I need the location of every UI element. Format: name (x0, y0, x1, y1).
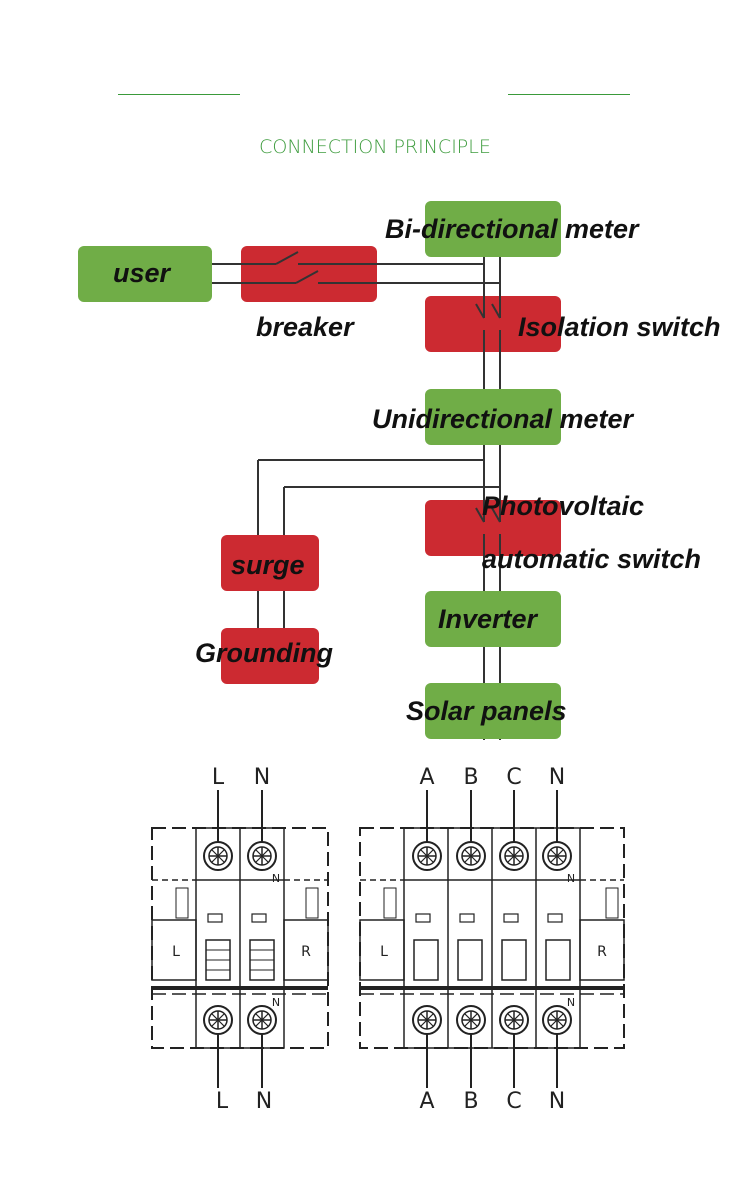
solar-panels-label: Solar panels (406, 696, 567, 726)
photovoltaic-label: Photovoltaic (482, 491, 645, 521)
isolation-switch-label: Isolation switch (518, 312, 721, 342)
1p-side-right: R (301, 944, 311, 960)
user-box (78, 246, 212, 302)
breaker-1p-drawing (151, 790, 329, 1088)
3p-bottom-terminal-a: A (419, 1089, 434, 1114)
3p-top-terminal-n: N (549, 765, 565, 790)
3p-top-terminal-c: C (506, 765, 521, 790)
grounding-label: Grounding (195, 638, 333, 668)
diagram-title: CONNECTION PRINCIPLE (259, 136, 491, 158)
surge-box (221, 535, 319, 591)
solar-panels-box (425, 683, 561, 739)
3p-bottom-terminal-b: B (463, 1089, 478, 1114)
inverter-box (425, 591, 561, 647)
1p-n-mark-bottom: N (272, 996, 280, 1009)
connection-wires-over (212, 251, 501, 683)
3p-top-terminal-b: B (463, 765, 478, 790)
bidirectional-meter-label: Bi-directional meter (385, 214, 639, 244)
user-label: user (113, 258, 171, 288)
breaker-box (241, 246, 377, 302)
3p-top-terminal-a: A (419, 765, 434, 790)
1p-n-mark-top: N (272, 872, 280, 885)
3p-side-right: R (597, 944, 607, 960)
3p-bottom-terminal-c: C (506, 1089, 521, 1114)
1p-side-left: L (172, 944, 180, 960)
1p-bottom-terminal-n: N (256, 1089, 272, 1114)
1p-top-terminal-n: N (254, 765, 270, 790)
unidirectional-meter-label: Unidirectional meter (372, 404, 634, 434)
automatic-switch-label: automatic switch (482, 544, 702, 574)
breaker-3p-drawing (359, 790, 625, 1088)
heading-rule-left (118, 94, 240, 95)
heading-rule-right (508, 94, 630, 95)
1p-top-terminal-l: L (212, 765, 225, 790)
3p-bottom-terminal-n: N (549, 1089, 565, 1114)
3p-n-mark-bottom: N (567, 996, 575, 1009)
bidirectional-meter-box (425, 201, 561, 257)
grounding-box (221, 628, 319, 684)
surge-label: surge (231, 550, 305, 580)
3p-side-left: L (380, 944, 388, 960)
inverter-label: Inverter (438, 604, 538, 634)
breaker-label: breaker (256, 312, 354, 342)
unidirectional-meter-box (425, 389, 561, 445)
3p-n-mark-top: N (567, 872, 575, 885)
1p-bottom-terminal-l: L (216, 1089, 229, 1114)
